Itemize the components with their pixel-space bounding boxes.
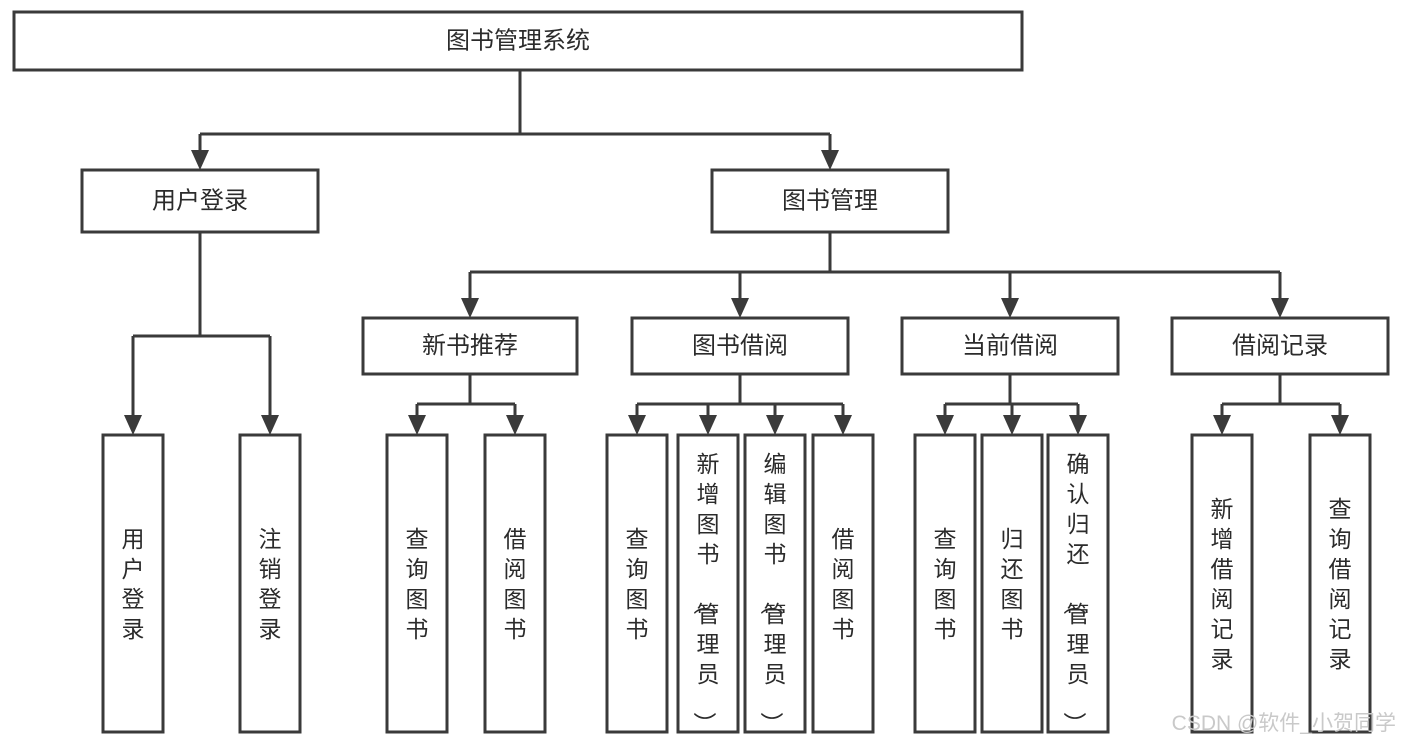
node-user-login[interactable]: 用户登录 xyxy=(80,168,320,234)
node-label-leaf-return-book: 归还图书 xyxy=(1001,526,1024,642)
node-leaf-logout-login[interactable]: 注销登录 xyxy=(238,433,302,734)
node-box-leaf-borrow-book-2[interactable] xyxy=(811,433,875,734)
node-box-current-borrow[interactable] xyxy=(900,316,1120,376)
node-box-leaf-logout-login[interactable] xyxy=(238,433,302,734)
node-leaf-edit-book[interactable]: 编辑图书（管理员） xyxy=(743,433,807,735)
node-box-leaf-edit-book[interactable] xyxy=(743,433,807,734)
node-book-manage[interactable]: 图书管理 xyxy=(710,168,950,234)
node-leaf-borrow-book-2[interactable]: 借阅图书 xyxy=(811,433,875,734)
node-box-user-login[interactable] xyxy=(80,168,320,234)
node-box-leaf-query-book-1[interactable] xyxy=(385,433,449,734)
arrow-head-icon xyxy=(821,150,839,170)
node-box-leaf-query-borrow-record[interactable] xyxy=(1308,433,1372,734)
node-borrow-record[interactable]: 借阅记录 xyxy=(1170,316,1390,376)
node-leaf-confirm-return[interactable]: 确认归还（管理员） xyxy=(1046,433,1110,735)
node-root[interactable]: 图书管理系统 xyxy=(12,10,1024,72)
node-label-leaf-add-book: 新增图书（管理员） xyxy=(692,451,720,735)
node-leaf-query-borrow-record[interactable]: 查询借阅记录 xyxy=(1308,433,1372,734)
node-label-new-book-recommend: 新书推荐 xyxy=(422,332,518,359)
node-box-leaf-query-book-2[interactable] xyxy=(605,433,669,734)
node-label-leaf-logout-login: 注销登录 xyxy=(259,526,282,642)
node-box-leaf-confirm-return[interactable] xyxy=(1046,433,1110,734)
arrow-head-icon xyxy=(834,415,852,435)
arrow-head-icon xyxy=(506,415,524,435)
watermark-label: CSDN @软件_小贺同学 xyxy=(1172,712,1396,735)
arrow-head-icon xyxy=(1331,415,1349,435)
arrow-head-icon xyxy=(936,415,954,435)
node-leaf-add-borrow-record[interactable]: 新增借阅记录 xyxy=(1190,433,1254,734)
node-box-book-manage[interactable] xyxy=(710,168,950,234)
connector-layer xyxy=(124,70,1349,435)
node-box-new-book-recommend[interactable] xyxy=(361,316,579,376)
node-layer: 图书管理系统用户登录图书管理新书推荐图书借阅当前借阅借阅记录用户登录注销登录查询… xyxy=(12,10,1390,735)
arrow-head-icon xyxy=(766,415,784,435)
arrow-head-icon xyxy=(628,415,646,435)
arrow-head-icon xyxy=(1003,415,1021,435)
node-label-leaf-query-book-2: 查询图书 xyxy=(626,526,649,642)
node-label-leaf-borrow-book-1: 借阅图书 xyxy=(504,526,527,642)
node-label-book-borrow: 图书借阅 xyxy=(692,332,788,359)
arrow-head-icon xyxy=(408,415,426,435)
arrow-head-icon xyxy=(261,415,279,435)
node-leaf-query-book-2[interactable]: 查询图书 xyxy=(605,433,669,734)
node-label-current-borrow: 当前借阅 xyxy=(962,332,1058,359)
arrow-head-icon xyxy=(1271,298,1289,318)
node-new-book-recommend[interactable]: 新书推荐 xyxy=(361,316,579,376)
node-box-leaf-borrow-book-1[interactable] xyxy=(483,433,547,734)
arrow-head-icon xyxy=(1069,415,1087,435)
node-label-leaf-add-borrow-record: 新增借阅记录 xyxy=(1211,496,1234,672)
node-leaf-query-book-3[interactable]: 查询图书 xyxy=(913,433,977,734)
arrow-head-icon xyxy=(1001,298,1019,318)
node-current-borrow[interactable]: 当前借阅 xyxy=(900,316,1120,376)
node-label-leaf-query-book-3: 查询图书 xyxy=(934,526,957,642)
arrow-head-icon xyxy=(1213,415,1231,435)
arrow-head-icon xyxy=(191,150,209,170)
node-box-leaf-return-book[interactable] xyxy=(980,433,1044,734)
node-box-leaf-add-book[interactable] xyxy=(676,433,740,734)
node-label-user-login: 用户登录 xyxy=(152,187,248,214)
node-leaf-add-book[interactable]: 新增图书（管理员） xyxy=(676,433,740,735)
node-leaf-borrow-book-1[interactable]: 借阅图书 xyxy=(483,433,547,734)
node-label-leaf-query-borrow-record: 查询借阅记录 xyxy=(1329,496,1352,672)
node-box-leaf-user-login[interactable] xyxy=(101,433,165,734)
node-box-root[interactable] xyxy=(12,10,1024,72)
node-label-book-manage: 图书管理 xyxy=(782,187,878,214)
arrow-head-icon xyxy=(461,298,479,318)
node-box-book-borrow[interactable] xyxy=(630,316,850,376)
node-box-borrow-record[interactable] xyxy=(1170,316,1390,376)
node-label-borrow-record: 借阅记录 xyxy=(1232,332,1328,359)
node-book-borrow[interactable]: 图书借阅 xyxy=(630,316,850,376)
node-leaf-query-book-1[interactable]: 查询图书 xyxy=(385,433,449,734)
node-label-leaf-user-login: 用户登录 xyxy=(122,526,145,642)
arrow-head-icon xyxy=(699,415,717,435)
node-label-leaf-query-book-1: 查询图书 xyxy=(406,526,429,642)
node-label-leaf-confirm-return: 确认归还（管理员） xyxy=(1062,451,1090,735)
node-box-leaf-add-borrow-record[interactable] xyxy=(1190,433,1254,734)
node-label-root: 图书管理系统 xyxy=(446,27,590,54)
node-leaf-user-login[interactable]: 用户登录 xyxy=(101,433,165,734)
node-label-leaf-edit-book: 编辑图书（管理员） xyxy=(759,451,787,735)
node-leaf-return-book[interactable]: 归还图书 xyxy=(980,433,1044,734)
node-box-leaf-query-book-3[interactable] xyxy=(913,433,977,734)
node-label-leaf-borrow-book-2: 借阅图书 xyxy=(832,526,855,642)
arrow-head-icon xyxy=(124,415,142,435)
arrow-head-icon xyxy=(731,298,749,318)
